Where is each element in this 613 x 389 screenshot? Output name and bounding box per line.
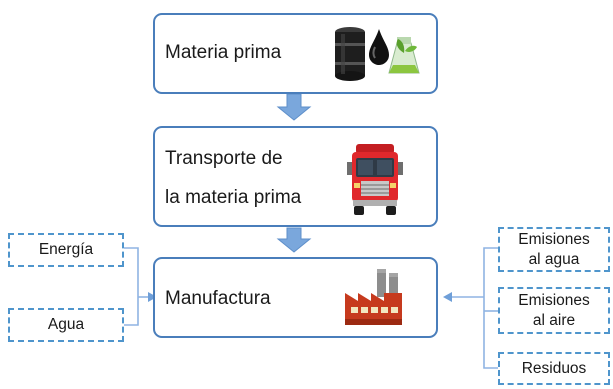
stage-manufacture: Manufactura: [153, 257, 438, 338]
output-air-emissions-label: Emisiones al aire: [518, 291, 590, 331]
output-water-emissions-line2: al agua: [528, 250, 580, 268]
outputs-arrowhead: [443, 292, 452, 302]
factory-icon: [345, 269, 402, 325]
output-air-emissions-line1: Emisiones: [518, 291, 590, 309]
flow-arrow-2: [276, 227, 312, 253]
stage-manufacture-label: Manufactura: [165, 288, 271, 309]
input-water-box: Agua: [8, 308, 124, 342]
output-waste-box: Residuos: [498, 352, 610, 385]
inputs-bracket: [124, 247, 148, 326]
stage-raw-material: Materia prima: [153, 13, 438, 94]
output-water-emissions-label: Emisiones al agua: [518, 230, 590, 270]
stage-transport: Transporte de la materia prima: [153, 126, 438, 227]
outputs-bracket: [450, 247, 498, 369]
output-water-emissions-box: Emisiones al agua: [498, 227, 610, 272]
stage-transport-label-line1: Transporte de: [165, 148, 283, 169]
input-water-label: Agua: [47, 316, 85, 333]
output-waste-label: Residuos: [521, 359, 587, 377]
flow-arrow-1: [276, 93, 312, 121]
output-air-emissions-line2: al aire: [532, 311, 576, 329]
input-energy-label: Energía: [38, 241, 94, 258]
inputs-arrowhead: [148, 292, 157, 302]
input-energy-box: Energía: [8, 233, 124, 267]
stage-transport-label-line2: la materia prima: [165, 187, 302, 208]
stage-raw-material-label: Materia prima: [165, 42, 282, 63]
oil-barrel-and-plant-icon: [335, 27, 420, 81]
output-water-emissions-line1: Emisiones: [518, 230, 590, 248]
truck-icon: [347, 144, 403, 215]
output-air-emissions-box: Emisiones al aire: [498, 287, 610, 334]
